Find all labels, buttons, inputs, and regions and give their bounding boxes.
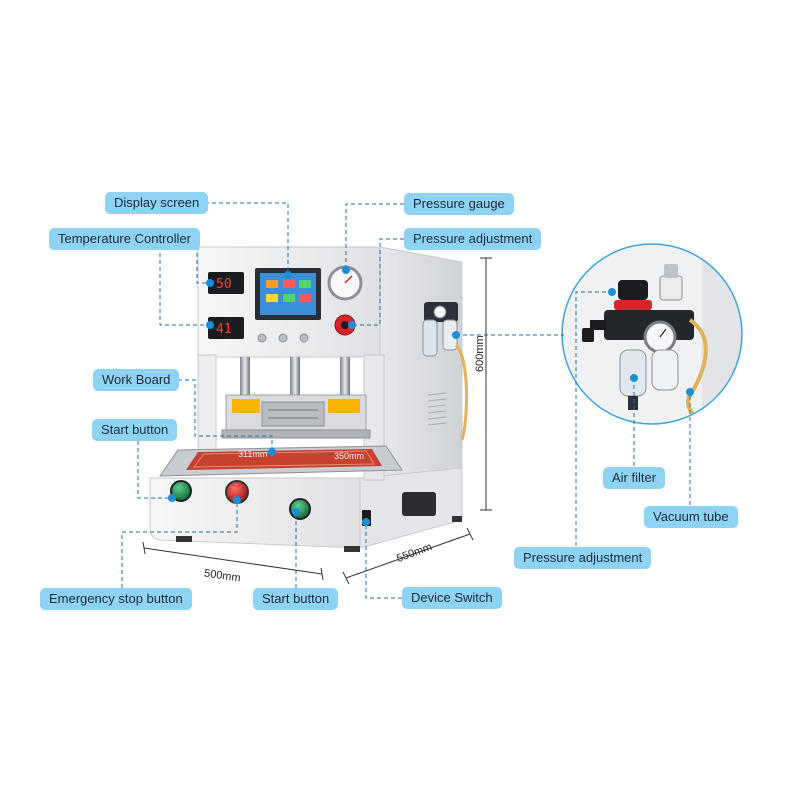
pressing-head-warning	[232, 399, 260, 413]
label-start-button-left: Start button	[92, 419, 178, 441]
label-pressure-gauge: Pressure gauge	[404, 193, 514, 215]
temp-controller-lower	[208, 317, 244, 339]
zoom-inset	[561, 243, 743, 425]
guide-rod-1	[240, 357, 250, 397]
zoom-second-bowl	[651, 349, 679, 391]
guide-rod-2	[290, 357, 300, 397]
temp-controller-upper	[208, 272, 244, 294]
label-display-screen: Display screen	[105, 192, 209, 214]
laminator-machine: 311mm 350mm 50 41	[149, 246, 469, 552]
start-button-right-knob	[289, 498, 311, 520]
label-emergency-stop-button: Emergency stop button	[40, 588, 192, 610]
leader-dots	[168, 266, 694, 526]
label-work-board: Work Board	[93, 369, 180, 391]
start-button-left-knob	[170, 480, 192, 502]
label-pressure-adjustment-right: Pressure adjustment	[514, 547, 652, 569]
label-air-filter: Air filter	[603, 467, 666, 489]
guide-rod-3	[340, 357, 350, 397]
base-side-slot	[402, 492, 436, 516]
pressing-head-warning-2	[328, 399, 360, 413]
machine-base-front	[149, 477, 361, 549]
leader-lines	[121, 202, 691, 599]
plate-mark-depth: 350mm	[334, 451, 364, 461]
dimension-height: 600mm	[474, 335, 486, 372]
zoom-air-filter-bowl	[619, 349, 647, 397]
pressing-plate	[221, 429, 371, 439]
pressing-head-window	[261, 401, 325, 427]
temp-controller-upper-readout: 50	[216, 277, 232, 292]
label-start-button-bottom: Start button	[253, 588, 339, 610]
zoom-regulator-red-ring	[614, 300, 652, 310]
label-temperature-controller: Temperature Controller	[49, 228, 200, 250]
label-vacuum-tube: Vacuum tube	[644, 506, 738, 528]
label-pressure-adjustment-top: Pressure adjustment	[404, 228, 542, 250]
vacuum-tube-side	[454, 343, 469, 441]
temp-controller-lower-readout: 41	[216, 322, 232, 337]
label-device-switch: Device Switch	[402, 587, 502, 609]
zoom-regulator-cap	[618, 280, 648, 300]
left-column	[197, 354, 217, 466]
plate-mark-width: 311mm	[238, 449, 267, 459]
dimension-lines	[142, 257, 492, 585]
